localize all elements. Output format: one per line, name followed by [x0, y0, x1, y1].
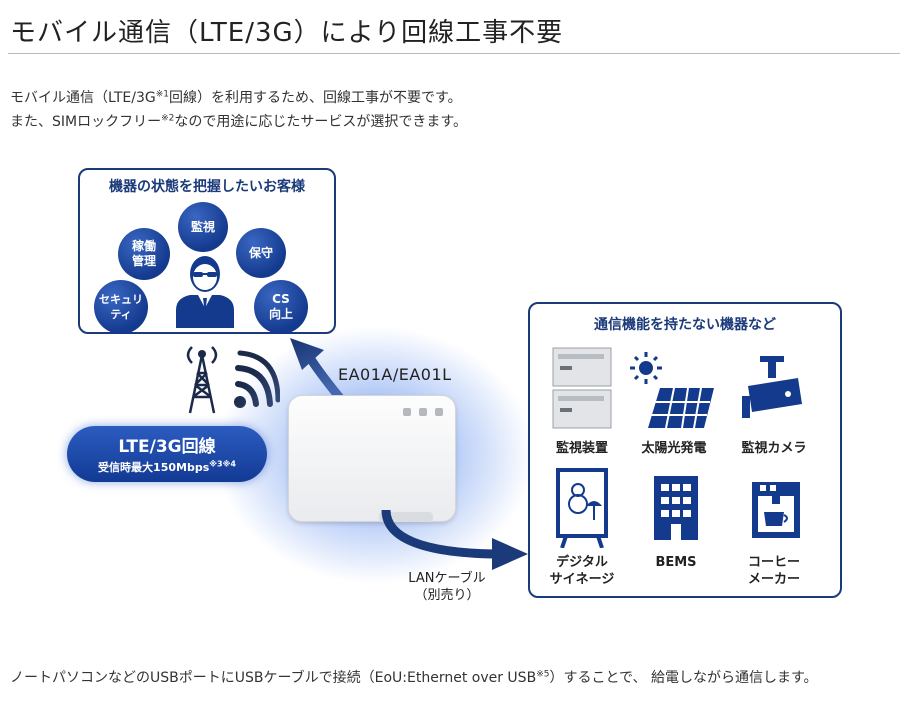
lte-speed: 受信時最大150Mbps※3※4: [67, 459, 267, 475]
lte-footnote-mark: ※3※4: [209, 459, 236, 469]
intro-text: モバイル通信（LTE/3G※1回線）を利用するため、回線工事が不要です。 また、…: [10, 86, 467, 134]
security-camera-icon: [742, 356, 802, 418]
model-label: EA01A/EA01L: [338, 365, 452, 384]
coffee-maker-icon: [752, 482, 800, 538]
device-port: [379, 512, 433, 522]
footer-text-b: ）することで、 給電しながら通信します。: [549, 670, 818, 686]
monitoring-unit-icon: [552, 347, 612, 429]
lan-cable-label: LANケーブル （別売り）: [408, 571, 486, 603]
customer-person-icon: [176, 256, 234, 328]
digital-signage-icon: [556, 468, 608, 548]
lte-line-badge: LTE/3G回線 受信時最大150Mbps※3※4: [67, 426, 267, 482]
lte-speed-text: 受信時最大150Mbps: [98, 461, 210, 474]
lte-title: LTE/3G回線: [118, 437, 216, 457]
intro-line-2: また、SIMロックフリー※2なので用途に応じたサービスが選択できます。: [10, 110, 467, 134]
bubble-maintenance: 保守: [236, 228, 286, 278]
lan-cable-arrow-icon: [381, 510, 528, 570]
device-led-2: [419, 408, 427, 416]
item-monitoring-unit: 監視装置: [555, 441, 608, 456]
item-digital-signage: デジタル サイネージ: [549, 555, 615, 587]
customer-panel: 機器の状態を把握したいお客様 監視 稼働 管理 保守 セキュリ ティ CS 向上: [78, 168, 336, 334]
footnote-mark-2: ※2: [161, 113, 175, 124]
item-bems: BEMS: [655, 555, 697, 570]
lte-router-device: [288, 395, 456, 522]
intro-line-2-b: なので用途に応じたサービスが選択できます。: [174, 114, 467, 130]
building-icon: [654, 476, 698, 540]
cell-tower-icon: [186, 346, 218, 414]
footer-text: ノートパソコンなどのUSBポートにUSBケーブルで接続（EoU:Ethernet…: [10, 666, 900, 691]
solar-panel-icon: [630, 352, 714, 429]
customer-panel-heading: 機器の状態を把握したいお客様: [109, 179, 305, 195]
system-diagram: 機器の状態を把握したいお客様 監視 稼働 管理 保守 セキュリ ティ CS 向上: [0, 160, 907, 610]
device-panel-heading: 通信機能を持たない機器など: [594, 317, 776, 333]
bubble-monitoring: 監視: [178, 202, 228, 252]
item-coffee-maker: コーヒー メーカー: [747, 555, 800, 587]
item-security-camera: 監視カメラ: [741, 441, 807, 456]
footnote-mark-5: ※5: [536, 669, 550, 680]
footer-text-a: ノートパソコンなどのUSBポートにUSBケーブルで接続（EoU:Ethernet…: [10, 670, 537, 686]
bubble-security: セキュリ ティ: [94, 280, 148, 334]
device-panel: 通信機能を持たない機器など 監視装置 太陽光発電: [528, 302, 842, 598]
intro-line-1-b: 回線）を利用するため、回線工事が不要です。: [169, 90, 462, 106]
device-led-1: [403, 408, 411, 416]
bubble-cs-improvement: CS 向上: [254, 280, 308, 334]
page-title: モバイル通信（LTE/3G）により回線工事不要: [10, 18, 564, 48]
intro-line-2-a: また、SIMロックフリー: [10, 114, 162, 130]
bubble-operation-management: 稼働 管理: [118, 228, 170, 280]
title-divider: [8, 53, 900, 54]
intro-line-1-a: モバイル通信（LTE/3G: [10, 90, 156, 106]
device-led-3: [435, 408, 443, 416]
item-solar-power: 太陽光発電: [641, 441, 707, 456]
footnote-mark-1: ※1: [155, 89, 170, 100]
intro-line-1: モバイル通信（LTE/3G※1回線）を利用するため、回線工事が不要です。: [10, 86, 467, 110]
